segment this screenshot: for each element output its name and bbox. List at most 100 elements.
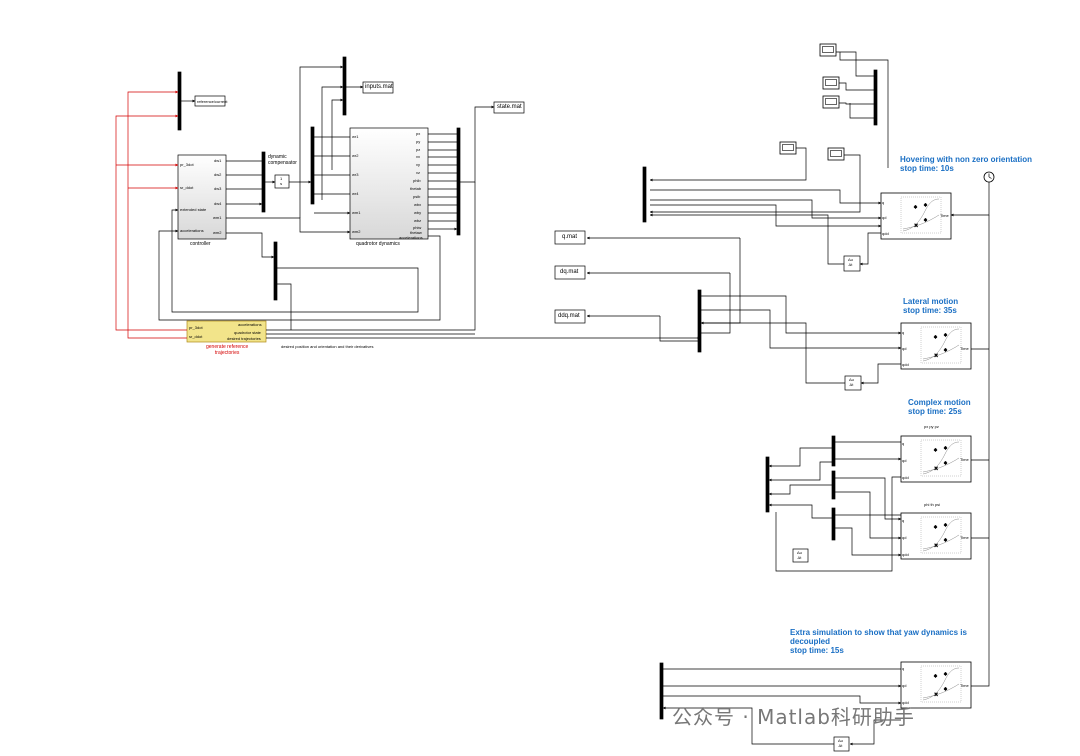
- quad-out: thetab: [410, 186, 422, 191]
- extra-annotation: Extra simulation to show that yaw dynami…: [790, 628, 967, 655]
- port-time: Time: [960, 683, 969, 688]
- port-q: q: [902, 441, 905, 446]
- mux-complex-3[interactable]: [831, 507, 836, 541]
- generate-reference-trajectories-block[interactable]: [186, 320, 267, 343]
- controller-name: controller: [190, 241, 211, 247]
- controller-out: dw1: [214, 158, 222, 163]
- port-qd: qd: [902, 683, 907, 688]
- controller-port-sr: sr_ddot: [180, 185, 194, 190]
- hover-section: [642, 43, 995, 688]
- quad-out: vx: [416, 154, 420, 159]
- derivative-label: Δu Δt: [797, 550, 802, 560]
- plot-phi-label: phi th psi: [924, 502, 941, 507]
- port-q: q: [902, 330, 905, 335]
- mux-complex-2[interactable]: [831, 470, 836, 500]
- generator-name: generate reference trajectories: [206, 344, 249, 356]
- quad-out: wbx: [414, 202, 422, 207]
- derivative-label: Δu Δt: [849, 377, 854, 387]
- q-mat-label: q.mat: [562, 234, 578, 240]
- watermark: 公众号 · Matlab科研助手: [672, 705, 915, 729]
- lateral-section: [659, 238, 972, 391]
- controller-out: wm1: [213, 215, 222, 220]
- inputs-mat-label: inputs.mat: [365, 84, 393, 90]
- port-qdd: qdd: [902, 475, 909, 480]
- mux-inputs[interactable]: [342, 56, 347, 116]
- mux-lateral[interactable]: [697, 289, 702, 353]
- quad-out: py: [416, 139, 421, 144]
- quad-out: px: [416, 131, 421, 136]
- mux-reference[interactable]: [177, 71, 182, 131]
- port-q: q: [882, 200, 885, 205]
- quadrotor-name: quadrotor dynamics: [356, 241, 400, 247]
- mat-files: [554, 230, 740, 353]
- scope-icon[interactable]: [822, 76, 840, 90]
- port-qd: qd: [902, 535, 907, 540]
- generator-out: accelerations: [238, 322, 262, 327]
- mux-hover[interactable]: [642, 166, 647, 223]
- quad-in: wm2: [352, 229, 361, 234]
- port-qdd: qdd: [882, 231, 889, 236]
- scope-icon[interactable]: [819, 43, 837, 57]
- quad-in: wr4: [352, 191, 359, 196]
- mux-complex[interactable]: [765, 456, 770, 513]
- demux-controller[interactable]: [261, 151, 266, 213]
- scope-icon[interactable]: [827, 147, 845, 161]
- quad-out: vz: [416, 170, 420, 175]
- quad-out: vy: [416, 162, 420, 167]
- extra-section: [659, 661, 972, 752]
- derivative-block-complex[interactable]: [792, 548, 809, 563]
- mux-complex-1[interactable]: [831, 435, 836, 467]
- quad-out: phiw: [413, 225, 422, 230]
- integrator-label: 1 s: [280, 176, 283, 186]
- controller-block[interactable]: [177, 154, 227, 240]
- quad-out: phib: [413, 178, 421, 183]
- dq-mat-label: dq.mat: [560, 269, 579, 275]
- quad-in: wr2: [352, 153, 359, 158]
- quad-out: psib: [413, 194, 421, 199]
- quad-out: accelerations: [399, 235, 423, 240]
- generator-port: pr_3dot: [189, 325, 203, 330]
- red-signals: [115, 90, 196, 339]
- derivative-label: Δu Δt: [838, 738, 843, 748]
- generator-port: sr_ddot: [189, 334, 203, 339]
- quad-out: wbz: [414, 218, 422, 223]
- controller-out: dw4: [214, 201, 222, 206]
- port-qdd: qdd: [902, 362, 909, 367]
- hover-annotation: Hovering with non zero orientation stop …: [900, 155, 1032, 173]
- port-qd: qd: [882, 215, 887, 220]
- port-qdd: qdd: [902, 552, 909, 557]
- plot-px-label: px py pz: [924, 424, 939, 429]
- reference-scope-label: reference/current: [197, 99, 228, 104]
- mux-state[interactable]: [456, 127, 461, 236]
- port-time: Time: [960, 346, 969, 351]
- generator-out: desired trajectories: [227, 336, 261, 341]
- quadrotor-dynamics-block[interactable]: [349, 127, 429, 240]
- quad-in: wm1: [352, 210, 361, 215]
- quad-out: wby: [414, 210, 422, 215]
- dq-mat-block[interactable]: [554, 265, 586, 280]
- q-mat-block[interactable]: [554, 230, 586, 245]
- port-qd: qd: [902, 458, 907, 463]
- state-mat-label: state.mat: [497, 104, 522, 110]
- quad-in: wr3: [352, 172, 359, 177]
- controller-out: wm2: [213, 230, 222, 235]
- left-model: [158, 56, 701, 343]
- mux-extra[interactable]: [659, 662, 664, 720]
- clock-icon[interactable]: [983, 171, 995, 183]
- mux-feedback[interactable]: [273, 241, 278, 301]
- lateral-annotation: Lateral motion stop time: 35s: [903, 297, 959, 315]
- port-q: q: [902, 666, 905, 671]
- scope-icon[interactable]: [779, 141, 797, 155]
- port-time: Time: [940, 213, 949, 218]
- port-time: Time: [960, 535, 969, 540]
- demux-hover[interactable]: [873, 69, 878, 126]
- quad-in: wr1: [352, 134, 359, 139]
- controller-port-state: extended state: [180, 207, 207, 212]
- scope-icon[interactable]: [822, 95, 840, 109]
- controller-out: dw3: [214, 186, 222, 191]
- desired-signal-label: desired position and orientation and the…: [281, 344, 374, 349]
- ddq-mat-block[interactable]: [554, 309, 586, 324]
- mux-dyncomp[interactable]: [310, 126, 315, 205]
- controller-port-pr: pr_3dot: [180, 162, 194, 167]
